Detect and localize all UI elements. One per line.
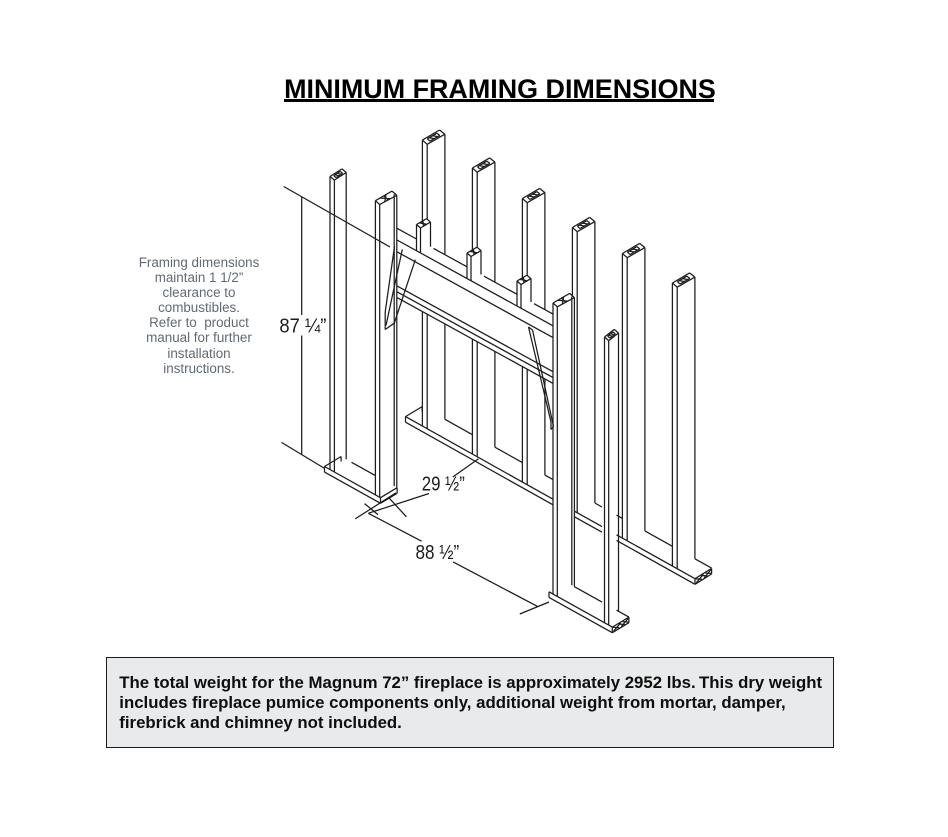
svg-text:88 ½”: 88 ½”	[416, 541, 460, 564]
svg-text:29 ½”: 29 ½”	[422, 472, 465, 495]
svg-text:87 ¼”: 87 ¼”	[279, 316, 326, 338]
